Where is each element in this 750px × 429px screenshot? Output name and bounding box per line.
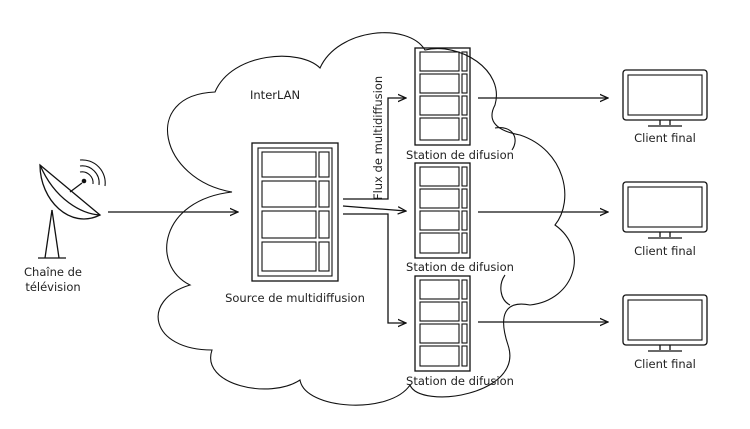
- station-label-3: Station de difusion: [406, 374, 514, 388]
- arrow-to-station-2: [342, 205, 406, 211]
- cloud-icon: [157, 32, 575, 406]
- station-server-3: [414, 275, 471, 372]
- client-label-3: Client final: [634, 357, 696, 371]
- satellite-dish-icon: [38, 159, 106, 259]
- station-server-1: [414, 47, 471, 146]
- client-label-1: Client final: [634, 131, 696, 145]
- monitor-icon: [622, 181, 708, 239]
- tv-channel-label-line1: Chaîne de: [24, 265, 82, 279]
- source-label: Source de multidiffusion: [225, 291, 365, 305]
- arrow-to-station-1: [343, 98, 406, 200]
- monitor-icon: [622, 69, 708, 127]
- station-label-2: Station de difusion: [406, 260, 514, 274]
- station-label-1: Station de difusion: [406, 148, 514, 162]
- server-rack-icon: [251, 142, 339, 282]
- tv-channel-label-line2: télévision: [25, 280, 80, 294]
- station-server-2: [414, 162, 471, 259]
- network-label: InterLAN: [250, 88, 300, 102]
- flow-label: Flux de multidiffusion: [371, 76, 385, 200]
- monitor-icon: [622, 294, 708, 352]
- arrow-to-station-3: [343, 213, 406, 323]
- client-label-2: Client final: [634, 244, 696, 258]
